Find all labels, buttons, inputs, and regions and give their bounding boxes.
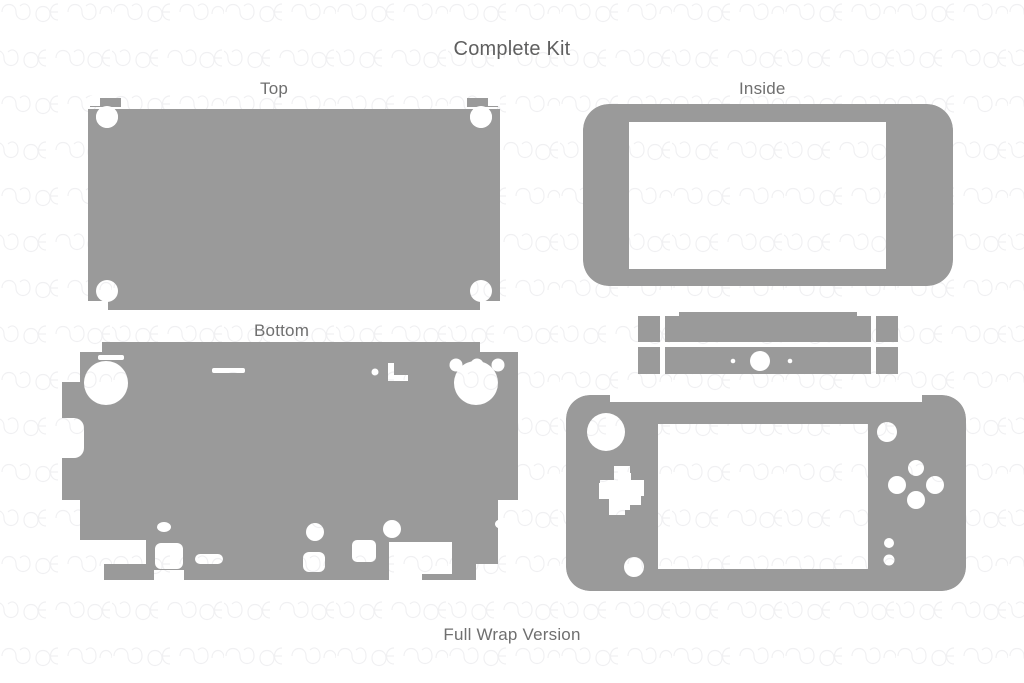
panel-bottom-shape [62, 342, 518, 580]
hinge-right-tab-upper [876, 316, 898, 342]
panel-hinge[interactable] [638, 312, 898, 380]
panel-inside-shape [583, 104, 953, 286]
footer-label: Full Wrap Version [443, 625, 581, 644]
page-title: Complete Kit [453, 38, 571, 60]
panel-label-inside: Inside [739, 79, 786, 98]
panel-top[interactable] [88, 96, 500, 310]
panel-label-top: Top [260, 79, 289, 98]
hinge-center-lower [665, 347, 871, 374]
hinge-center-upper [665, 312, 871, 342]
hinge-left-tab-upper [638, 316, 660, 342]
panel-hinge-shape [638, 312, 898, 374]
panel-bottom[interactable] [62, 342, 518, 604]
hinge-right-tab-lower [876, 347, 898, 374]
panel-label-bottom: Bottom [254, 321, 310, 340]
hinge-left-tab-lower [638, 347, 660, 374]
panel-inside[interactable] [583, 104, 953, 286]
panel-top-shape [88, 96, 500, 310]
panel-console-face-shape [566, 395, 966, 591]
panel-console-face[interactable] [566, 395, 966, 591]
